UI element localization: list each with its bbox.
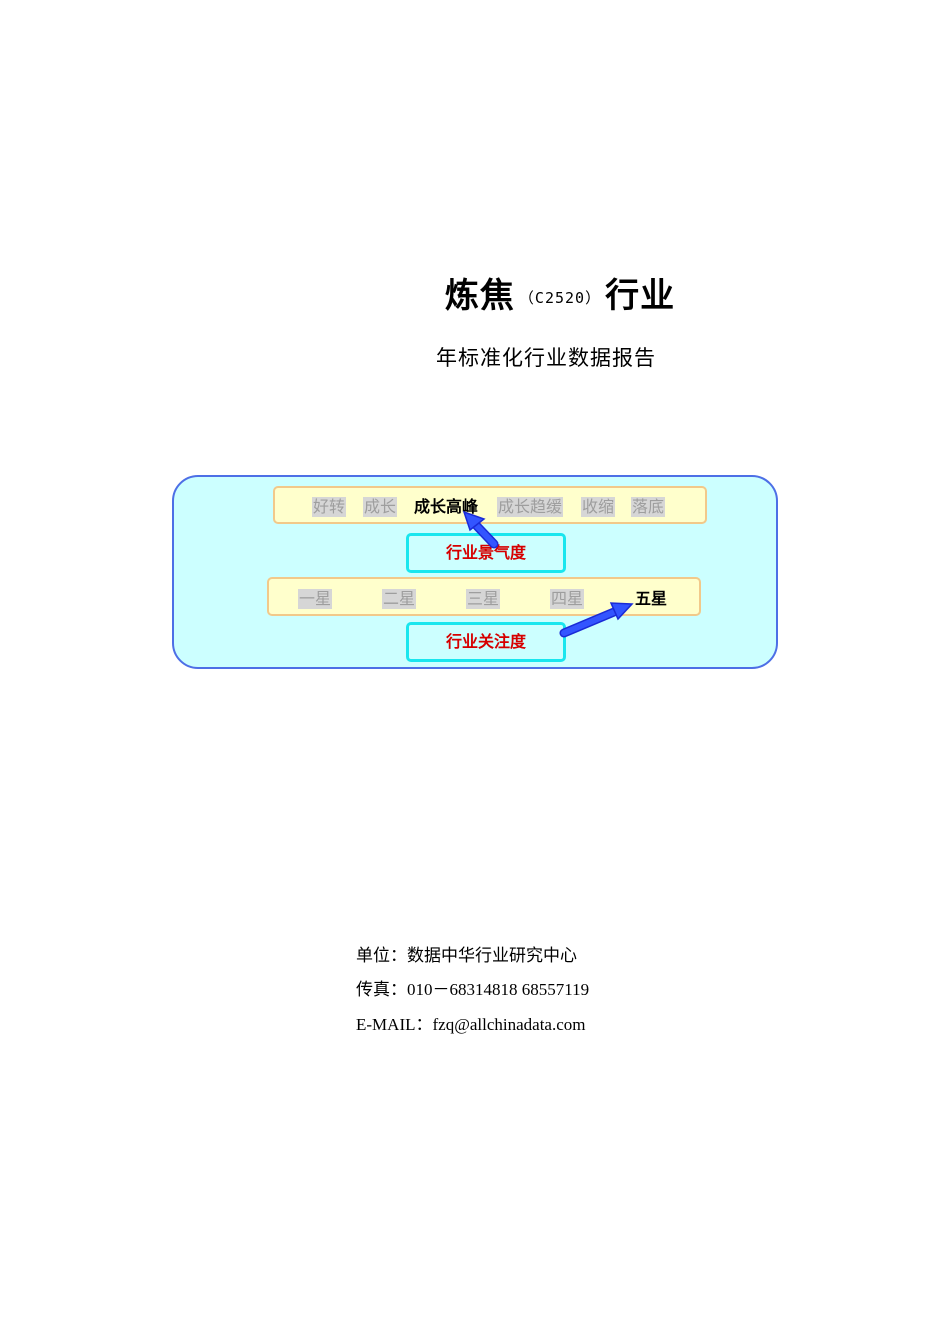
cycle-label-badge: 行业景气度 (406, 533, 566, 573)
contact-email: E-MAIL：fzq@allchinadata.com (356, 1015, 586, 1034)
cycle-level-1: 好转 (312, 497, 347, 517)
cycle-level-2: 成长 (363, 497, 398, 517)
industry-code: （C2520） (518, 289, 602, 307)
star-level-3: 三星 (466, 589, 501, 609)
star-level-1: 一星 (298, 589, 333, 609)
star-level-selected: 五星 (635, 589, 668, 608)
cycle-level-5: 收缩 (581, 497, 616, 517)
report-subtitle: 年标准化行业数据报告 (436, 346, 656, 370)
cycle-level-6: 落底 (631, 497, 666, 517)
cycle-level-4: 成长趋缓 (497, 497, 564, 517)
cycle-level-selected: 成长高峰 (414, 497, 479, 516)
star-level-2: 二星 (382, 589, 417, 609)
title-main: 炼焦 (444, 276, 515, 316)
star-label-badge: 行业关注度 (406, 622, 566, 662)
title-suffix: 行业 (605, 276, 676, 316)
star-level-4: 四星 (550, 589, 585, 609)
report-title: 炼焦（C2520）行业 (0, 268, 950, 317)
contact-fax: 传真：010－68314818 68557119 (356, 980, 590, 999)
contact-unit: 单位：数据中华行业研究中心 (356, 946, 577, 965)
